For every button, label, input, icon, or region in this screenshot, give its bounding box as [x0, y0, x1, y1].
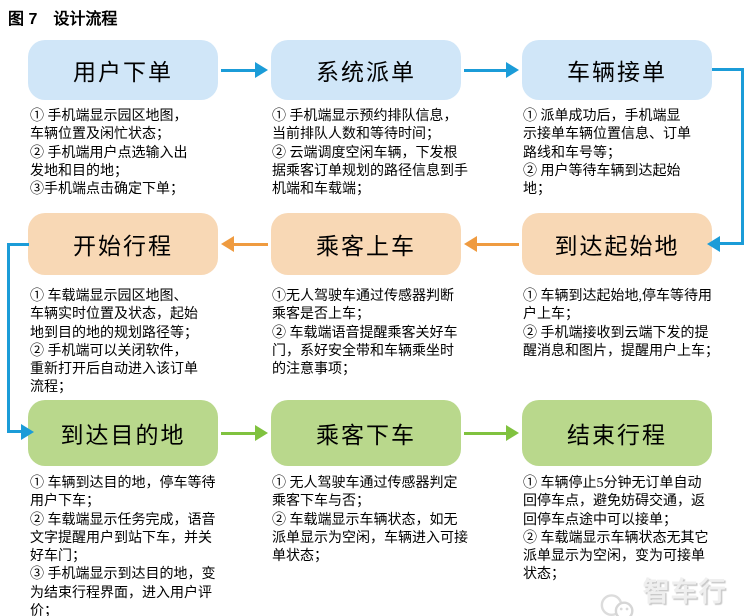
connector-segment: [7, 243, 29, 246]
flow-node-arrive-at-destination: 到达目的地: [28, 400, 218, 466]
connector-segment: [719, 242, 744, 245]
node-description-user-places-order: ① 手机端显示园区地图， 车辆位置及闲忙状态； ② 手机端用户点选输入出 发地和…: [30, 109, 188, 198]
flow-node-system-dispatch: 系统派单: [271, 40, 461, 100]
node-description-vehicle-accepts-order: ① 派单成功后，手机端显 示接单车辆位置信息、订单 路线和车号等； ② 用户等待…: [523, 109, 691, 198]
chat-bubbles-logo-icon: [600, 594, 634, 616]
arrow-arrive-origin-to-passenger-boards-icon: [464, 236, 519, 252]
node-description-start-trip: ① 车载端显示园区地图、 车辆实时位置及状态，起始 地到目的地的规划路径等； ②…: [30, 289, 198, 396]
node-label: 用户下单: [73, 60, 173, 85]
node-description-arrive-at-destination: ① 车辆到达目的地，停车等待 用户下车； ② 车载端显示任务完成，语音 文字提醒…: [30, 476, 216, 616]
node-description-passenger-alights: ① 无人驾驶车通过传感器判定 乘客下车与否； ② 车载端显示车辆状态，如无 派单…: [272, 476, 468, 565]
flow-node-end-trip: 结束行程: [522, 400, 712, 466]
flow-node-user-places-order: 用户下单: [28, 40, 218, 100]
node-label: 到达起始地: [554, 234, 680, 259]
connector-segment: [712, 68, 744, 71]
arrowhead-right-icon: [21, 423, 34, 440]
node-label: 系统派单: [316, 60, 416, 85]
arrowhead-left-icon: [707, 235, 720, 252]
watermark: 智车行家: [598, 570, 751, 616]
node-label: 车辆接单: [567, 60, 667, 85]
connector-segment: [9, 430, 22, 433]
node-description-system-dispatch: ① 手机端显示预约排队信息， 当前排队人数和等待时间； ② 云端调度空闲车辆，下…: [272, 109, 468, 198]
flow-node-passenger-alights: 乘客下车: [271, 400, 461, 466]
node-label: 开始行程: [73, 234, 173, 259]
node-description-end-trip: ① 车辆停止5分钟无订单自动 回停车点，避免妨碍交通，返 回停车点途中可以接单；…: [523, 476, 709, 583]
node-label: 乘客下车: [316, 423, 416, 448]
node-description-passenger-boards: ①无人驾驶车通过传感器判断 乘客是否上车； ② 车载端语音提醒乘客关好车 门，系…: [272, 289, 458, 378]
node-label: 到达目的地: [60, 423, 186, 448]
watermark-text: 智车行家: [642, 577, 727, 607]
node-label: 乘客上车: [316, 234, 416, 259]
arrow-system-dispatch-to-vehicle-accepts-icon: [464, 62, 519, 78]
connector-segment: [7, 243, 10, 433]
flow-node-passenger-boards: 乘客上车: [271, 213, 461, 275]
flow-node-vehicle-accepts-order: 车辆接单: [522, 40, 712, 100]
figure-title: 图 7 设计流程: [8, 11, 118, 28]
node-description-arrive-at-origin: ① 车辆到达起始地,停车等待用 户上车； ② 手机端接收到云端下发的提 醒消息和…: [523, 289, 719, 359]
flow-node-start-trip: 开始行程: [28, 213, 218, 275]
arrow-passenger-alights-to-end-trip-icon: [464, 425, 519, 441]
node-label: 结束行程: [567, 423, 667, 448]
connector-segment: [741, 68, 744, 245]
arrow-arrive-destination-to-passenger-alights-icon: [221, 425, 268, 441]
flow-node-arrive-at-origin: 到达起始地: [522, 213, 712, 275]
arrow-passenger-boards-to-start-trip-icon: [221, 236, 268, 252]
arrow-user-order-to-system-dispatch-icon: [221, 62, 268, 78]
